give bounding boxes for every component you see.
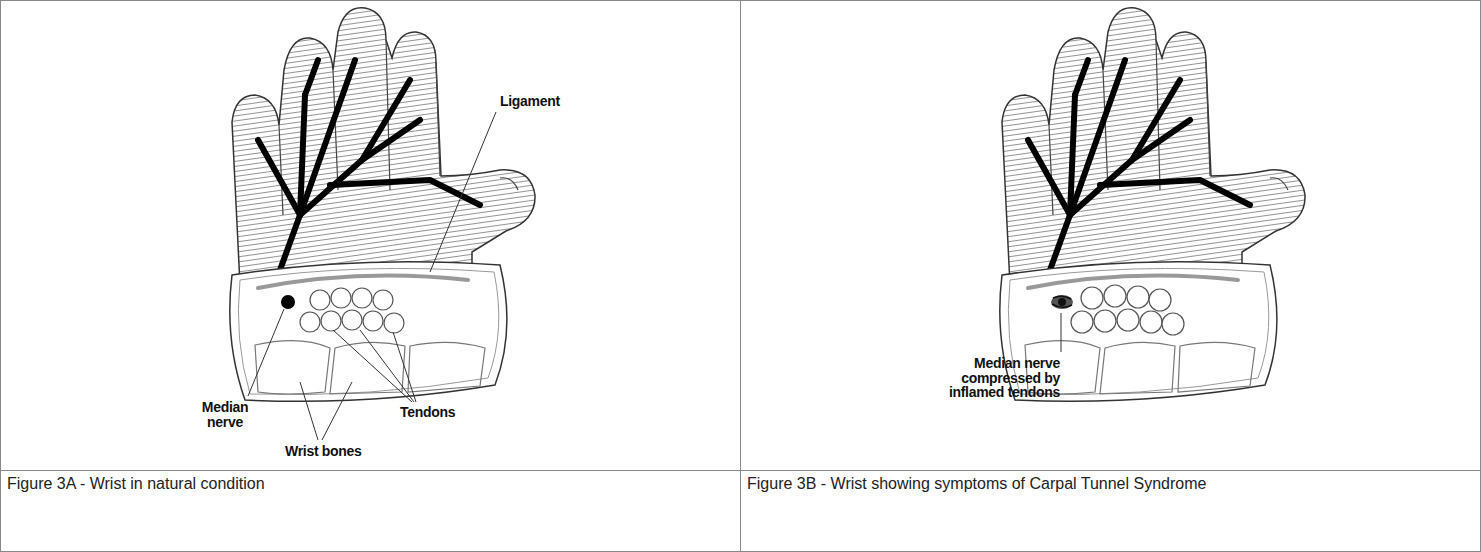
figure-caption: Figure 3A - Wrist in natural condition xyxy=(1,471,740,497)
part-label: Median nerve compressed by inflamed tend… xyxy=(910,356,1060,400)
caption-cell: Figure 3B - Wrist showing symptoms of Ca… xyxy=(741,471,1480,551)
part-label: Median nerve xyxy=(190,400,260,429)
part-label: Ligament xyxy=(500,94,560,109)
part-label: Tendons xyxy=(400,405,455,420)
caption-cell: Figure 3A - Wrist in natural condition xyxy=(1,471,740,551)
figure-caption: Figure 3B - Wrist showing symptoms of Ca… xyxy=(741,471,1480,497)
part-label: Wrist bones xyxy=(285,444,362,459)
